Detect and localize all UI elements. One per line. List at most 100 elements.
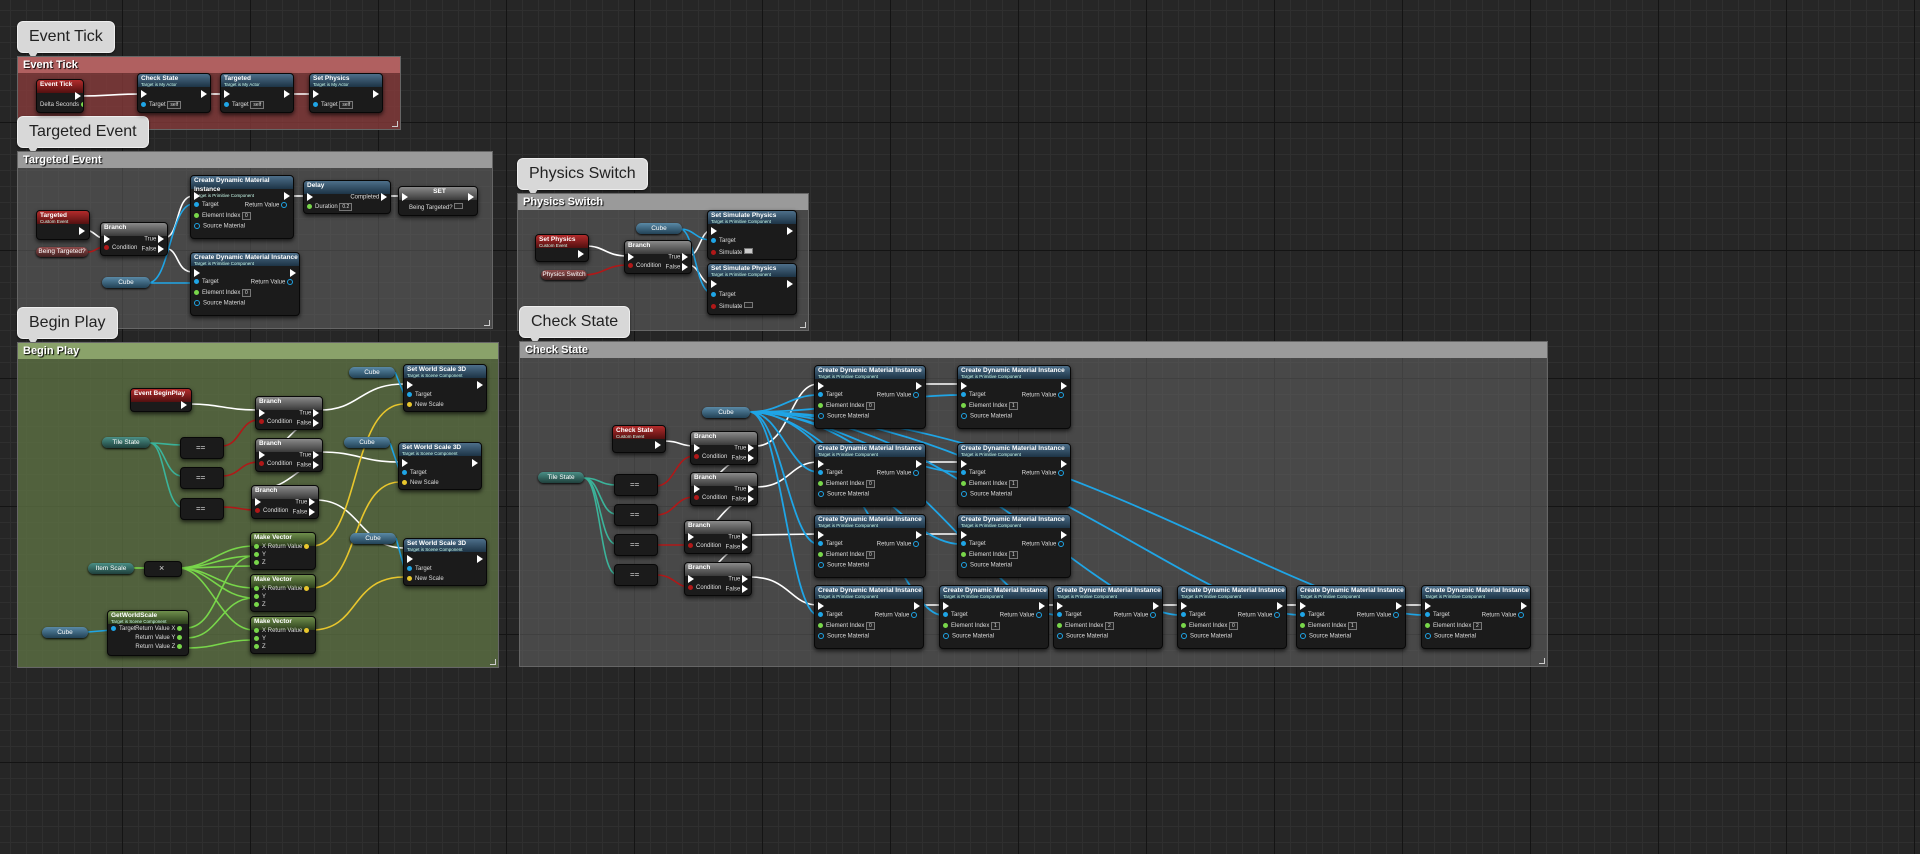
index-box[interactable]: 2	[1105, 622, 1114, 630]
index-box[interactable]: 1	[1348, 622, 1357, 630]
equal-node[interactable]: ==	[614, 534, 658, 556]
self-box[interactable]: self	[167, 101, 182, 109]
target-pin[interactable]	[224, 101, 229, 107]
exec-out-pin[interactable]	[655, 441, 661, 449]
equal-node[interactable]: ==	[180, 498, 224, 520]
source-material-pin[interactable]	[1425, 633, 1431, 639]
x-pin[interactable]	[254, 544, 259, 549]
condition-pin[interactable]	[259, 461, 264, 466]
return-value-pin[interactable]	[1518, 612, 1524, 618]
exec-in-pin[interactable]	[407, 555, 413, 563]
true-pin[interactable]	[742, 575, 748, 583]
target-pin[interactable]	[1181, 612, 1186, 617]
simulate-pin[interactable]	[711, 249, 716, 255]
resize-grip[interactable]	[800, 322, 806, 328]
return-value-pin[interactable]	[304, 544, 309, 549]
branch-node[interactable]: Branch True Condition False	[251, 485, 319, 519]
exec-in-pin[interactable]	[1300, 602, 1306, 610]
exec-in-pin[interactable]	[1181, 602, 1187, 610]
true-pin[interactable]	[313, 451, 319, 459]
target-pin[interactable]	[961, 541, 966, 546]
new-scale-pin[interactable]	[407, 402, 412, 407]
exec-in-pin[interactable]	[711, 280, 717, 288]
false-pin[interactable]	[742, 543, 748, 551]
index-box[interactable]: 1	[1009, 551, 1018, 559]
cube-variable[interactable]: Cube	[636, 223, 682, 234]
exec-out-pin[interactable]	[1277, 602, 1283, 610]
return-value-pin[interactable]	[281, 202, 287, 208]
target-pin[interactable]	[141, 101, 146, 107]
element-index-pin[interactable]	[1181, 622, 1186, 628]
cube-variable[interactable]: Cube	[344, 437, 390, 448]
source-material-pin[interactable]	[818, 413, 824, 419]
checkbox[interactable]	[454, 203, 464, 209]
true-pin[interactable]	[309, 498, 315, 506]
false-pin[interactable]	[748, 495, 754, 503]
exec-out-pin[interactable]	[477, 381, 483, 389]
return-value-pin[interactable]	[911, 612, 917, 618]
element-index-pin[interactable]	[1425, 622, 1430, 628]
exec-out-pin[interactable]	[916, 460, 922, 468]
source-material-pin[interactable]	[961, 413, 967, 419]
exec-in-pin[interactable]	[688, 575, 694, 583]
comment-bubble-check-state[interactable]: Check State	[519, 306, 631, 345]
exec-in-pin[interactable]	[711, 227, 717, 235]
source-material-pin[interactable]	[1181, 633, 1187, 639]
z-pin[interactable]	[254, 644, 259, 649]
exec-in-pin[interactable]	[194, 192, 200, 200]
element-index-pin[interactable]	[194, 289, 199, 295]
target-pin[interactable]	[818, 392, 823, 397]
exec-out-pin[interactable]	[472, 459, 478, 467]
duration-box[interactable]: 0.2	[339, 203, 353, 211]
index-box[interactable]: 0	[866, 480, 875, 488]
exec-out-pin[interactable]	[578, 250, 584, 258]
exec-in-pin[interactable]	[255, 498, 261, 506]
exec-in-pin[interactable]	[402, 459, 408, 467]
exec-out-pin[interactable]	[914, 602, 920, 610]
source-material-pin[interactable]	[943, 633, 949, 639]
target-pin[interactable]	[818, 612, 823, 617]
return-value-pin[interactable]	[1150, 612, 1156, 618]
equal-node[interactable]: ==	[180, 467, 224, 489]
false-pin[interactable]	[748, 454, 754, 462]
exec-in-pin[interactable]	[818, 460, 824, 468]
make-vector-node[interactable]: Make Vector X Return Value Y Z	[250, 616, 316, 654]
target-pin[interactable]	[818, 470, 823, 475]
return-value-pin[interactable]	[913, 392, 919, 398]
condition-pin[interactable]	[628, 263, 633, 268]
target-pin[interactable]	[943, 612, 948, 617]
exec-out-pin[interactable]	[373, 90, 379, 98]
physics-switch-variable[interactable]: Physics Switch	[541, 270, 587, 280]
item-scale-variable[interactable]: Item Scale	[88, 563, 134, 574]
index-box[interactable]: 0	[866, 551, 875, 559]
new-scale-pin[interactable]	[402, 480, 407, 485]
source-material-pin[interactable]	[194, 300, 200, 306]
exec-in-pin[interactable]	[224, 90, 230, 98]
exec-in-pin[interactable]	[943, 602, 949, 610]
exec-in-pin[interactable]	[818, 602, 824, 610]
element-index-pin[interactable]	[818, 402, 823, 408]
element-index-pin[interactable]	[961, 480, 966, 486]
element-index-pin[interactable]	[818, 551, 823, 557]
set-being-targeted-node[interactable]: SET Being Targeted?	[398, 186, 478, 216]
checkbox[interactable]	[744, 302, 754, 308]
equal-node[interactable]: ==	[614, 474, 658, 496]
target-pin[interactable]	[313, 101, 318, 107]
exec-out-pin[interactable]	[468, 193, 474, 201]
target-pin[interactable]	[961, 470, 966, 475]
return-value-pin[interactable]	[1058, 541, 1064, 547]
self-box[interactable]: self	[339, 101, 354, 109]
false-pin[interactable]	[309, 508, 315, 516]
true-pin[interactable]	[158, 235, 164, 243]
